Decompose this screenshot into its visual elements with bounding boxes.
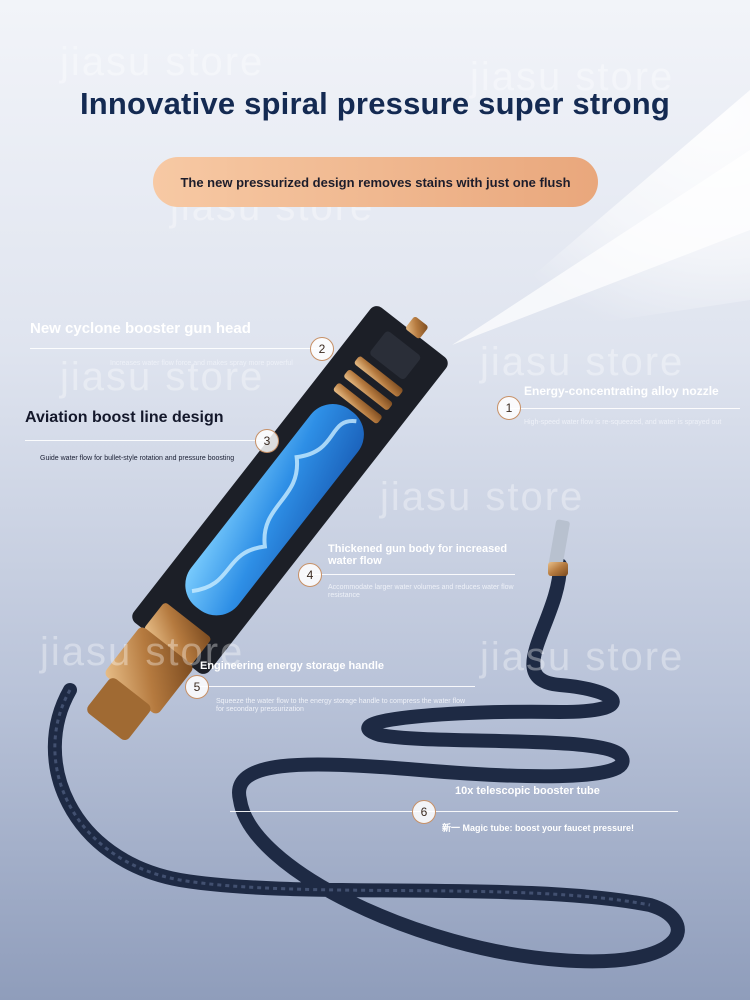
- callout-line: [305, 574, 515, 575]
- feature-heading: 10x telescopic booster tube: [455, 785, 600, 797]
- subtitle-pill: The new pressurized design removes stain…: [153, 157, 598, 207]
- watermark: jiasu store: [380, 475, 585, 519]
- feature-heading: Energy-concentrating alloy nozzle: [524, 384, 719, 398]
- feature-desc: High-speed water flow is re-squeezed, an…: [524, 419, 722, 426]
- watermark: jiasu store: [60, 40, 265, 84]
- feature-desc: Guide water flow for bullet-style rotati…: [40, 455, 235, 462]
- subtitle-text: The new pressurized design removes stain…: [180, 174, 571, 190]
- feature-desc: 新一 Magic tube: boost your faucet pressur…: [442, 823, 635, 833]
- callout-number: 1: [497, 396, 521, 420]
- watermark: jiasu store: [40, 630, 245, 674]
- feature-desc: Increases water flow force and makes spr…: [110, 360, 293, 367]
- callout-line: [195, 686, 475, 687]
- feature-heading: Engineering energy storage handle: [200, 660, 384, 672]
- callout-line: [510, 408, 740, 409]
- callout-number: 5: [185, 675, 209, 699]
- callout-number: 6: [412, 800, 436, 824]
- callout-line: [25, 440, 265, 441]
- feature-heading: Aviation boost line design: [25, 409, 224, 426]
- water-spray-core: [452, 150, 750, 345]
- feature-desc: Accommodate larger water volumes and red…: [328, 584, 514, 599]
- water-spray: [452, 90, 750, 345]
- callout-number: 2: [310, 337, 334, 361]
- callout-line: [30, 348, 320, 349]
- watermark: jiasu store: [480, 340, 685, 384]
- feature-heading: Thickened gun body for increased water f…: [328, 543, 508, 567]
- watermark: jiasu store: [480, 635, 685, 679]
- watermark: jiasu store: [470, 55, 675, 99]
- callout-number: 4: [298, 563, 322, 587]
- page-title: Innovative spiral pressure super strong: [79, 86, 671, 121]
- alloy-nozzle: [406, 317, 428, 339]
- feature-heading: New cyclone booster gun head: [30, 320, 251, 337]
- hose-end-fitting: [548, 519, 570, 571]
- feature-desc: Squeeze the water flow to the energy sto…: [216, 698, 466, 713]
- callout-number: 3: [255, 429, 279, 453]
- callout-line: [230, 811, 678, 812]
- watermark: jiasu store: [60, 355, 265, 399]
- spray-gun: [87, 306, 448, 740]
